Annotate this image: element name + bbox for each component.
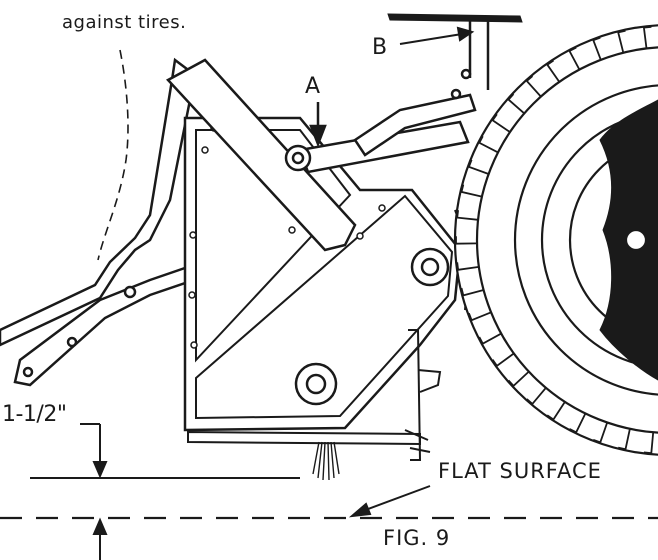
tread-block (546, 401, 566, 421)
housing (183, 116, 462, 446)
tread-block (592, 36, 602, 61)
dashed-outline-left (97, 49, 129, 261)
tread-block (569, 413, 587, 434)
tread-block (456, 210, 479, 221)
tread-block (460, 184, 483, 198)
brush (312, 441, 340, 481)
tread-block (478, 332, 502, 345)
tread-block (507, 370, 530, 388)
dimension-label: 1-1/2" (2, 402, 67, 427)
callout-b-label: B (372, 35, 388, 60)
tread-block (468, 311, 492, 322)
dimension-arrows (80, 423, 108, 560)
tread-block (491, 352, 515, 368)
pivot-arm (165, 58, 477, 252)
tire-treads (455, 25, 655, 455)
tread-block (507, 93, 525, 115)
callout-a-label: A (305, 74, 321, 99)
tread-block (526, 387, 547, 406)
figure-caption: FIG. 9 (383, 526, 451, 550)
tread-block (525, 75, 542, 98)
caption-fragment: against tires. (62, 12, 187, 33)
left-arm (0, 57, 197, 387)
tread-block (460, 287, 484, 297)
callout-a-arrow (309, 102, 327, 148)
tread-block (478, 135, 499, 154)
tread-block (617, 428, 631, 451)
tread-block (455, 236, 478, 245)
tread-block (642, 25, 652, 49)
tire (453, 24, 658, 456)
tread-block (467, 159, 489, 175)
flat-surface-label: FLAT SURFACE (438, 459, 602, 483)
tread-block (617, 29, 626, 53)
top-bar (387, 13, 523, 90)
tread-block (643, 432, 655, 455)
tread-block (456, 262, 480, 271)
tread-block (491, 113, 511, 133)
tread-block (568, 46, 581, 71)
callout-b-arrow (399, 26, 475, 45)
tread-block (592, 422, 609, 444)
flat-surface-arrow (348, 485, 431, 518)
tread-block (546, 59, 561, 83)
